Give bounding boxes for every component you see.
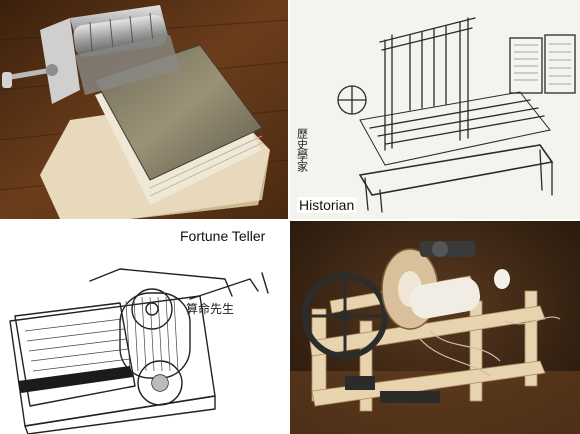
loom-sketch-illustration: 歷史學家	[290, 0, 580, 219]
historian-calligraphy: 歷史學家	[296, 128, 309, 172]
crank-book-machine-illustration	[0, 0, 288, 219]
wooden-machine-illustration	[290, 221, 580, 434]
caption-historian: Historian	[297, 197, 357, 213]
mechanism-sketch-illustration: 算命先生	[0, 221, 288, 434]
caption-fortune-teller: Fortune Teller	[180, 228, 266, 244]
fortune-teller-calligraphy: 算命先生	[186, 301, 234, 316]
sketch-fortune-teller-mechanism: 算命先生 Fortune Teller	[0, 221, 288, 434]
photo-crank-book-machine	[0, 0, 288, 219]
sketch-historian-loom: 歷史學家 Historian	[290, 0, 580, 219]
photo-wooden-flywheel-machine	[290, 221, 580, 434]
